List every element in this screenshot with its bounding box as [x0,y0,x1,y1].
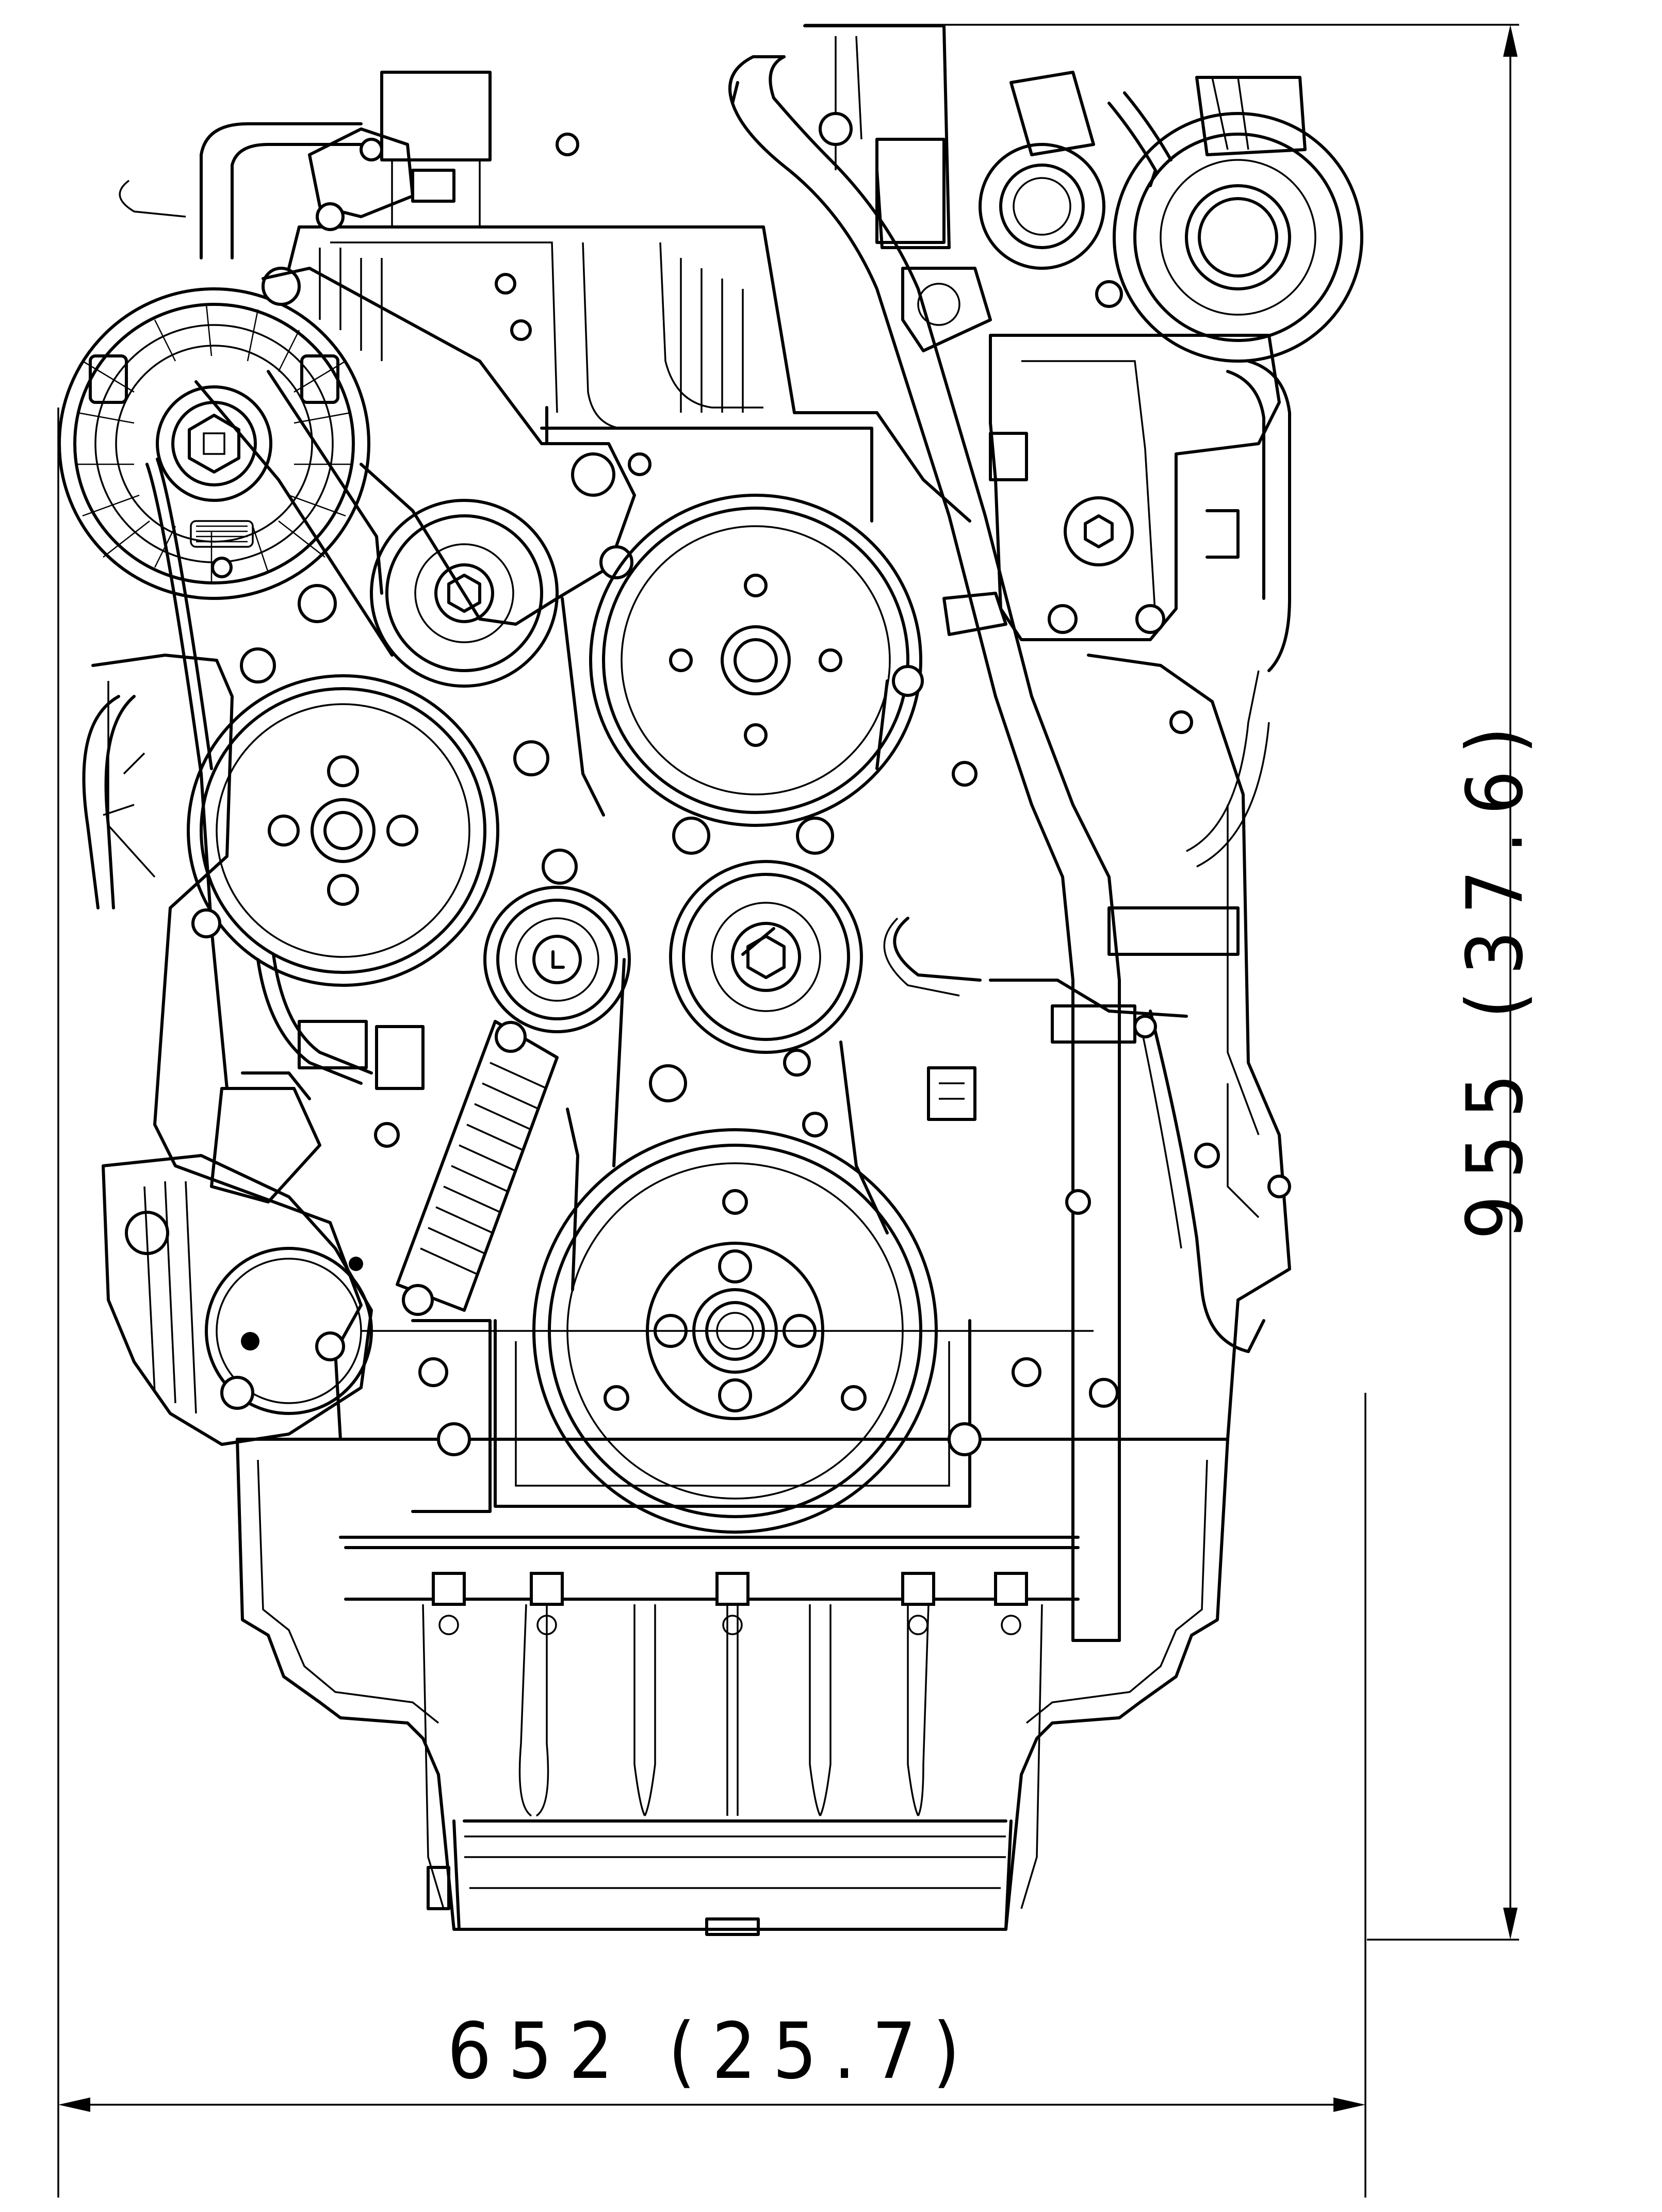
height-dimension-label: 955 (37.6) [1451,710,1540,1240]
misc-bolts [495,133,1220,1215]
fuel-pump-block [989,334,1291,672]
left-hoses [82,695,425,1148]
turbocharger [979,71,1363,363]
engine-block [91,71,1291,1539]
starter-motor [102,1071,373,1446]
pan-bolts [427,1572,1028,1936]
top-centre-housing [803,24,992,352]
alternator-bracket [262,267,636,626]
crankshaft-pulley [532,1128,938,1534]
tensioner-pulley [483,886,631,1033]
alternator [58,267,370,623]
upper-left-pipes [119,122,455,259]
drive-belt [145,370,889,1291]
water-pump-pulley [589,494,922,827]
width-dimension: 652 (25.7) [57,408,1366,2198]
vertical-hose [728,55,1136,1642]
left-pulley [187,647,578,987]
idler-pulley-upper [370,499,559,688]
right-wiring [883,670,1291,1353]
width-dimension-label: 652 (25.7) [447,2007,976,2096]
oil-pan [236,1438,1229,1936]
height-dimension: 955 (37.6) [805,24,1540,1941]
idler-pulley-middle [649,817,863,1102]
tensioner-spring [396,1020,559,1316]
